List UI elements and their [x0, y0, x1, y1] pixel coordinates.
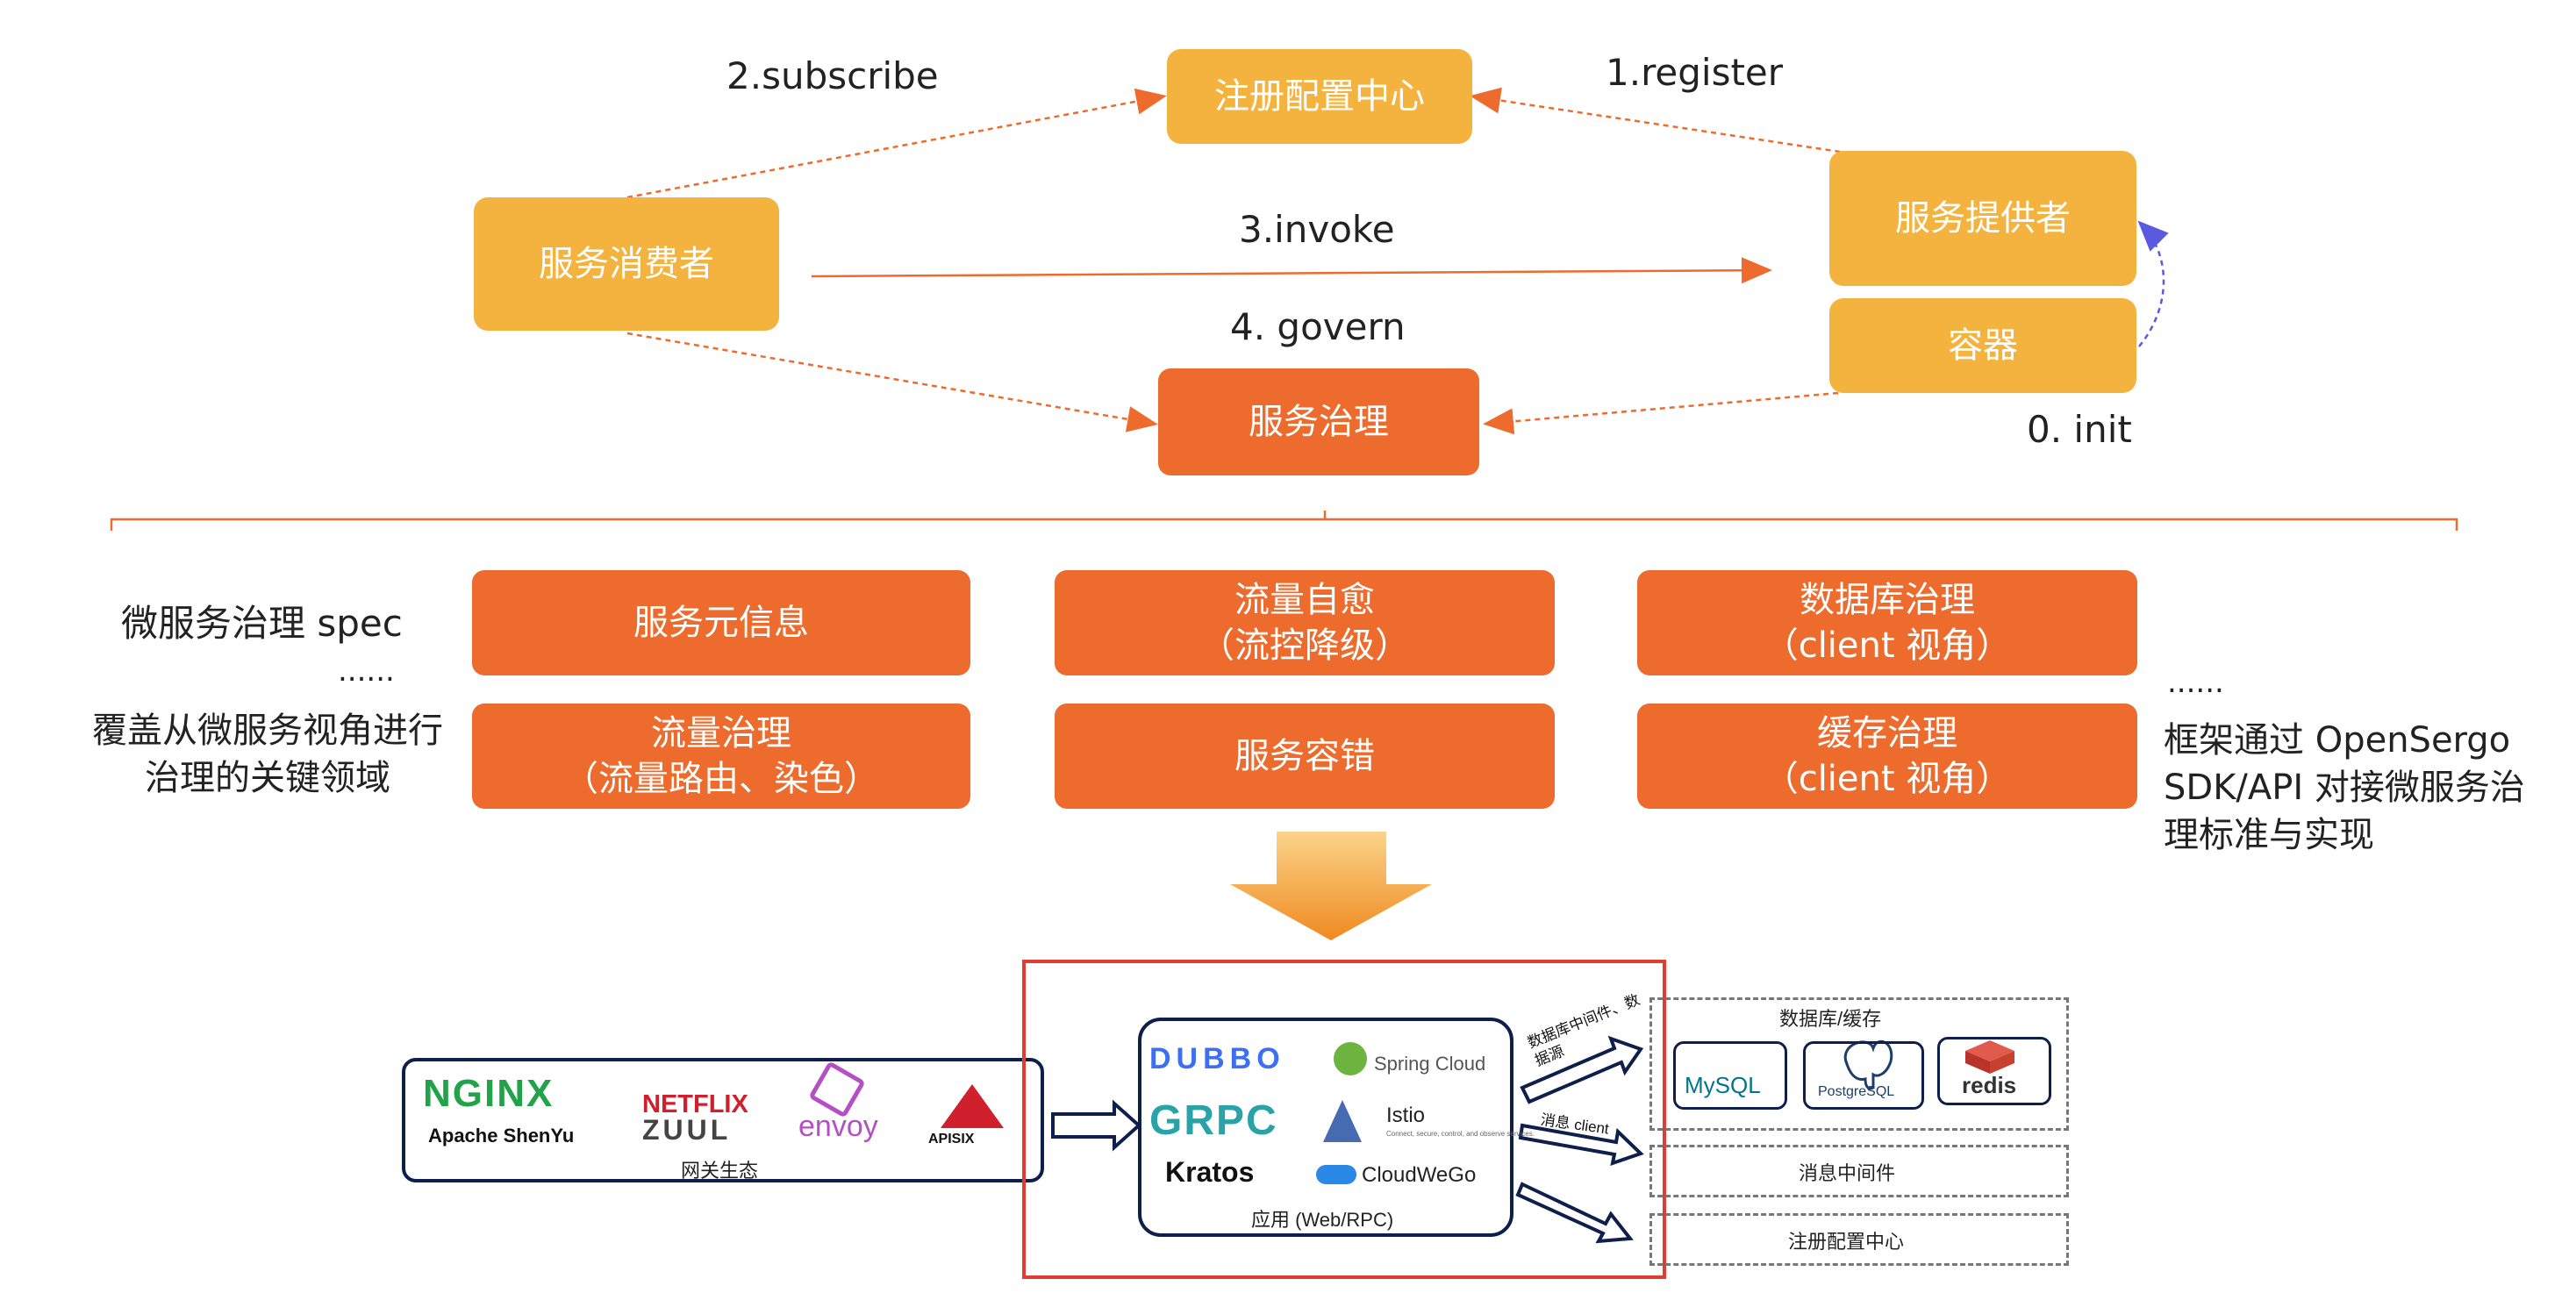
spec-bracket [110, 511, 2458, 531]
cloudwego-icon [1316, 1165, 1356, 1184]
bottom-registry-label: 注册配置中心 [1788, 1231, 1905, 1253]
message-middleware-label: 消息中间件 [1799, 1162, 1896, 1184]
cloudwego-logo: CloudWeGo [1362, 1163, 1477, 1187]
istio-icon [1323, 1100, 1362, 1142]
nginx-logo: NGINX [423, 1072, 555, 1115]
register-label: 1.register [1606, 51, 1784, 94]
spec-title: 微服务治理 spec [121, 602, 403, 645]
postgresql-icon [1843, 1039, 1893, 1090]
spec-left-ellipsis: ...... [338, 654, 395, 689]
apisix-logo: APISIX [928, 1132, 975, 1147]
envoy-logo: envoy [798, 1110, 878, 1143]
governance-node[interactable]: 服务治理 [1158, 368, 1479, 475]
spec-box-database-governance[interactable]: 数据库治理 （client 视角） [1637, 570, 2137, 675]
register-edge [1470, 87, 1870, 158]
spec-box-traffic-governance[interactable]: 流量治理 （流量路由、染色） [472, 704, 970, 809]
subscribe-label: 2.subscribe [726, 54, 939, 97]
istio-logo: Istio [1386, 1104, 1426, 1127]
invoke-edge [811, 257, 1772, 284]
gateway-ecosystem-label: 网关生态 [681, 1160, 759, 1182]
istio-tagline: Connect, secure, control, and observe se… [1386, 1130, 1535, 1138]
init-edge [2137, 220, 2169, 347]
invoke-label: 3.invoke [1239, 208, 1395, 251]
big-down-arrow [1230, 832, 1432, 940]
bottom-registry-box [1649, 1213, 2069, 1266]
kratos-logo: Kratos [1165, 1156, 1255, 1188]
spec-box-fault-tolerance[interactable]: 服务容错 [1055, 704, 1555, 809]
grpc-logo: GRPC [1149, 1097, 1278, 1144]
spec-box-service-metadata[interactable]: 服务元信息 [472, 570, 970, 675]
redis-icon [1965, 1040, 2014, 1074]
govern-label: 4. govern [1230, 305, 1406, 348]
spec-box-cache-governance[interactable]: 缓存治理 （client 视角） [1637, 704, 2137, 809]
shenyu-logo: Apache ShenYu [428, 1125, 575, 1147]
provider-node[interactable]: 服务提供者 [1829, 151, 2136, 286]
postgresql-card [1803, 1041, 1924, 1110]
database-cache-label: 数据库/缓存 [1779, 1008, 1882, 1030]
app-to-mq-arrow [1518, 1123, 1644, 1167]
database-cache-box [1649, 997, 2069, 1131]
app-to-registry-arrow [1515, 1182, 1634, 1244]
apisix-icon [941, 1084, 1004, 1128]
gateway-ecosystem-box [402, 1058, 1044, 1182]
application-highlight-frame [1022, 960, 1666, 1279]
init-label: 0. init [2027, 408, 2132, 451]
spec-right-ellipsis: ...... [2167, 665, 2224, 700]
container-governance-edge [1483, 391, 1839, 435]
container-node[interactable]: 容器 [1829, 298, 2136, 393]
mysql-card [1673, 1041, 1787, 1110]
consumer-node[interactable]: 服务消费者 [474, 197, 779, 331]
gateway-to-app-arrow [1051, 1099, 1142, 1152]
spring-cloud-icon [1334, 1042, 1367, 1075]
spring-cloud-logo: Spring Cloud [1374, 1053, 1486, 1075]
application-label: 应用 (Web/RPC) [1251, 1209, 1394, 1231]
netflix-logo: NETFLIX [642, 1090, 748, 1118]
postgresql-logo: PostgreSQL [1818, 1084, 1895, 1099]
spec-box-traffic-selfheal[interactable]: 流量自愈 （流控降级） [1055, 570, 1555, 675]
zuul-logo: ZUUL [642, 1114, 732, 1146]
message-middleware-box [1649, 1145, 2069, 1197]
subscribe-edge [626, 88, 1167, 199]
govern-edge [626, 332, 1158, 432]
registry-node[interactable]: 注册配置中心 [1167, 49, 1472, 144]
application-box [1138, 1018, 1513, 1237]
dubbo-logo: DUBBO [1149, 1042, 1285, 1075]
redis-logo: redis [1962, 1072, 2017, 1098]
app-to-db-arrow [1520, 1035, 1644, 1104]
spec-left-description: 覆盖从微服务视角进行 治理的关键领域 [92, 711, 443, 798]
mysql-logo: MySQL [1685, 1072, 1761, 1098]
spec-right-description: 框架通过 OpenSergo SDK/API 对接微服务治 理标准与实现 [2164, 720, 2525, 855]
redis-card [1937, 1037, 2051, 1105]
